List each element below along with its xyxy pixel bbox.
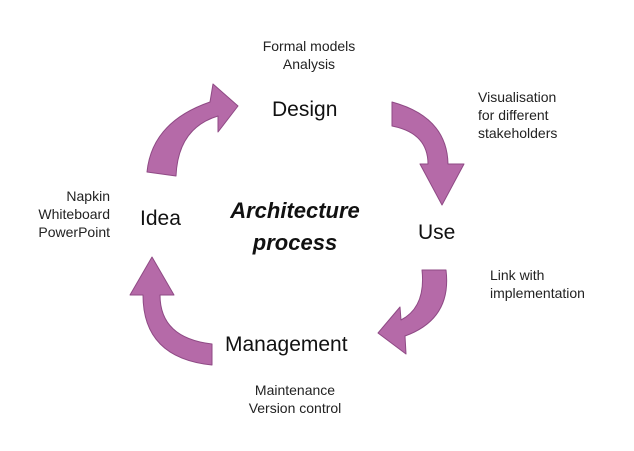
idea-notes: Napkin Whiteboard PowerPoint	[10, 187, 110, 242]
arrow-use-to-management	[377, 269, 448, 355]
stage-design: Design	[272, 98, 338, 121]
stage-management: Management	[225, 333, 348, 356]
arrow-management-to-idea	[129, 256, 213, 366]
stage-use: Use	[418, 221, 456, 244]
use-note-1: Visualisation	[478, 89, 557, 105]
implementation-note-2: implementation	[490, 285, 585, 302]
idea-note-3: PowerPoint	[38, 224, 110, 241]
arrow-design-to-use	[391, 101, 465, 206]
stage-idea: Idea	[140, 207, 181, 230]
design-note-2: Analysis	[282, 56, 336, 73]
idea-note-1: Napkin	[66, 188, 110, 204]
use-note-3: stakeholders	[478, 125, 558, 142]
arrow-idea-to-design	[146, 83, 239, 177]
center-title-line-2: process	[252, 229, 338, 255]
use-notes: Visualisation for different stakeholders	[478, 88, 557, 143]
center-title-line-1: Architecture	[230, 198, 360, 223]
implementation-note-1: Link with	[490, 267, 545, 283]
design-note-1: Formal models	[262, 38, 356, 54]
management-note-2: Version control	[248, 400, 342, 417]
use-note-2: for different	[478, 107, 549, 124]
center-title: Architecture process	[200, 195, 390, 259]
management-notes: Maintenance Version control	[232, 381, 358, 417]
idea-note-2: Whiteboard	[38, 206, 110, 223]
design-notes: Formal models Analysis	[246, 37, 372, 73]
implementation-notes: Link with implementation	[490, 266, 585, 302]
management-note-1: Maintenance	[254, 382, 336, 398]
